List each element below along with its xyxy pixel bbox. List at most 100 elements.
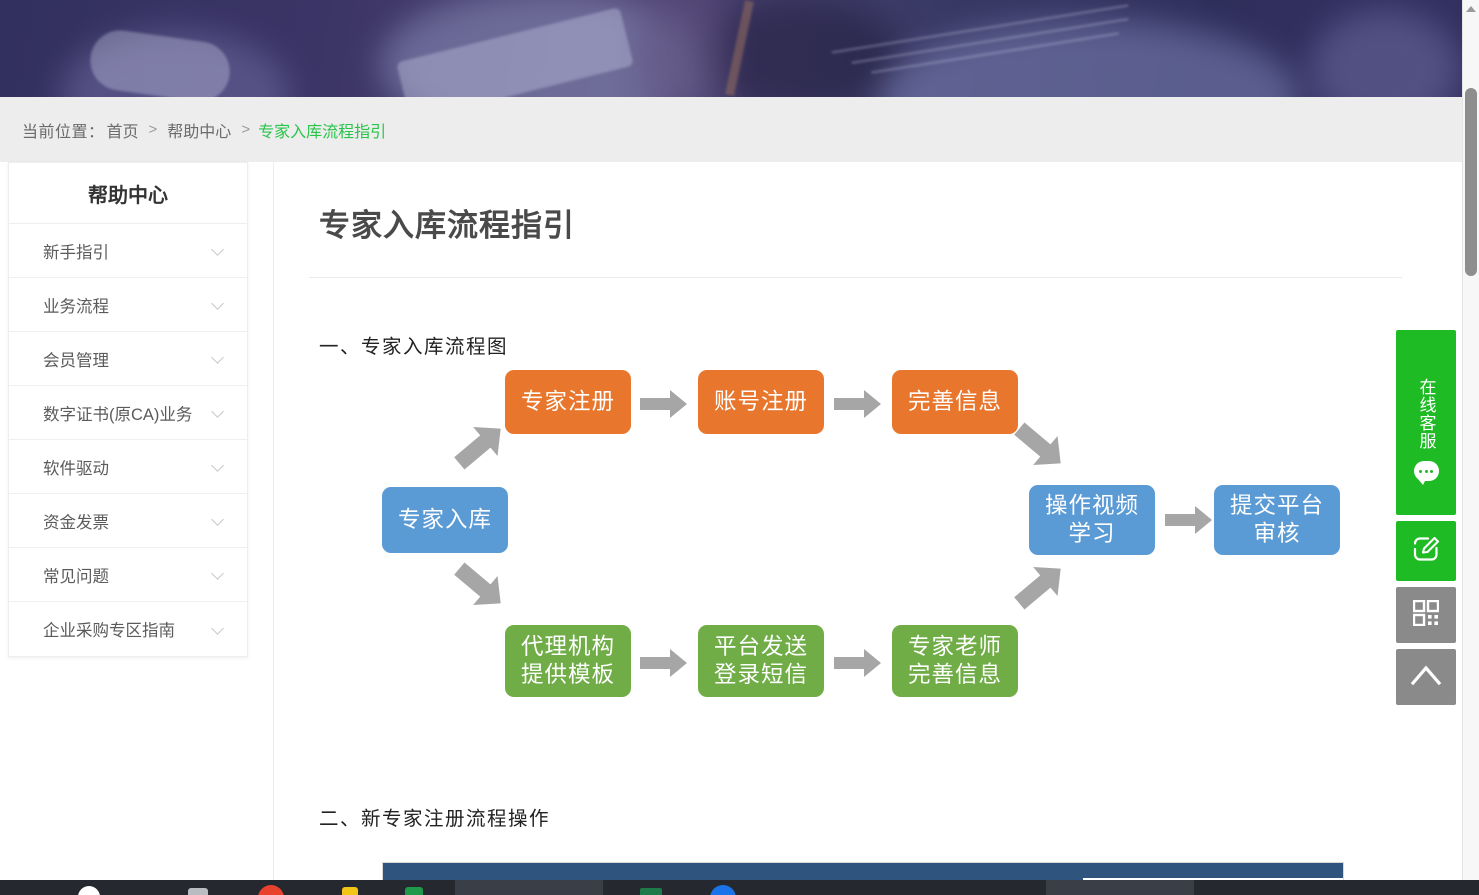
banner-blob	[1310, 10, 1460, 97]
flow-arrow-right	[1165, 505, 1213, 535]
breadcrumb-current-page: 专家入库流程指引	[258, 123, 387, 141]
title-divider	[309, 277, 1402, 278]
flow-node-label: 提交平台	[1229, 493, 1324, 518]
flow-arrow-up-right	[449, 415, 511, 477]
flow-node-expert-entry: 专家入库	[382, 487, 508, 553]
flow-node-agency-template: 代理机构 提供模板	[505, 625, 631, 697]
notes-icon[interactable]	[640, 888, 662, 895]
expert-onboarding-flowchart: 专家入库 专家注册 账号注册 完善信息	[274, 357, 1447, 777]
flow-node-submit-review: 提交平台 审核	[1214, 485, 1340, 555]
flow-node-label: 平台发送	[713, 634, 808, 659]
warning-app-icon[interactable]	[342, 887, 358, 895]
os-taskbar[interactable]	[0, 880, 1479, 895]
sidebar-item-label: 企业采购专区指南	[43, 622, 175, 640]
breadcrumb-help-center-link[interactable]: 帮助中心	[167, 123, 232, 141]
flow-node-label: 完善信息	[907, 662, 1002, 687]
sidebar-item-member-management[interactable]: 会员管理	[9, 332, 247, 386]
flow-arrow-right	[834, 389, 882, 419]
flow-arrow-right	[640, 648, 688, 678]
main-content: 专家入库流程指引 一、专家入库流程图 专家入库 专家注册 账号	[273, 162, 1447, 895]
section-heading-2: 二、新专家注册流程操作	[319, 809, 551, 830]
flow-node-label: 登录短信	[713, 662, 808, 687]
sidebar-item-digital-certificate[interactable]: 数字证书(原CA)业务	[9, 386, 247, 440]
chevron-down-icon	[212, 514, 225, 527]
flow-node-label: 操作视频	[1044, 493, 1139, 518]
flow-node-label: 账号注册	[713, 389, 808, 414]
flow-node-label: 提供模板	[520, 662, 615, 687]
flow-node-label: 专家注册	[520, 389, 615, 414]
flow-node-label: 学习	[1068, 521, 1116, 546]
screenshot-header-bar	[383, 863, 1083, 885]
flow-node-label: 代理机构	[520, 634, 615, 659]
sidebar-item-enterprise-procurement[interactable]: 企业采购专区指南	[9, 602, 247, 656]
chevron-down-icon	[212, 244, 225, 257]
online-customer-service-button[interactable]: 在线客服	[1396, 330, 1456, 515]
page-banner-image	[0, 0, 1462, 97]
flow-node-account-register: 账号注册	[698, 370, 824, 434]
green-app-icon[interactable]	[405, 887, 423, 895]
chevron-down-icon	[212, 623, 225, 636]
breadcrumb-separator: >	[241, 121, 251, 138]
browser-icon[interactable]	[78, 886, 100, 895]
blue-app-icon[interactable]	[710, 885, 736, 895]
sidebar-item-business-process[interactable]: 业务流程	[9, 278, 247, 332]
flow-node-label: 审核	[1253, 521, 1301, 546]
sidebar-item-label: 新手指引	[43, 243, 109, 262]
sidebar-item-label: 数字证书(原CA)业务	[43, 405, 193, 424]
flow-arrow-right	[834, 648, 882, 678]
chevron-down-icon	[212, 352, 225, 365]
chevron-down-icon	[212, 298, 225, 311]
sidebar-item-beginner-guide[interactable]: 新手指引	[9, 224, 247, 278]
flow-arrow-down-right	[449, 555, 511, 617]
flow-node-video-learning: 操作视频 学习	[1029, 485, 1155, 555]
online-service-label: 在线客服	[1416, 378, 1436, 450]
sidebar-title: 帮助中心	[9, 163, 247, 224]
screenshot-header-bar	[1083, 863, 1343, 878]
breadcrumb-home-link[interactable]: 首页	[106, 123, 139, 141]
flow-node-label: 专家老师	[907, 634, 1002, 659]
breadcrumb-label: 当前位置：	[22, 123, 105, 141]
scrollbar-thumb[interactable]	[1465, 88, 1477, 276]
breadcrumb: 当前位置： 首页 > 帮助中心 > 专家入库流程指引	[0, 97, 1462, 162]
breadcrumb-separator: >	[148, 121, 158, 138]
taskbar-segment-light	[455, 880, 603, 895]
sidebar-item-label: 常见问题	[43, 567, 109, 586]
flow-node-platform-sms: 平台发送 登录短信	[698, 625, 824, 697]
flow-node-complete-info-top: 完善信息	[892, 370, 1018, 434]
chrome-icon[interactable]	[258, 885, 284, 895]
flow-node-expert-complete-info: 专家老师 完善信息	[892, 625, 1018, 697]
qr-code-icon	[1412, 599, 1440, 631]
sidebar-item-label: 会员管理	[43, 351, 109, 370]
feedback-button[interactable]	[1396, 521, 1456, 581]
scroll-up-arrow-icon[interactable]	[1463, 0, 1479, 17]
chat-bubble-icon	[1413, 461, 1439, 485]
flow-arrow-up-right	[1009, 555, 1071, 617]
edit-pencil-icon	[1411, 534, 1441, 569]
page-title: 专家入库流程指引	[319, 208, 575, 243]
flow-node-label: 专家入库	[397, 507, 492, 532]
chevron-down-icon	[212, 568, 225, 581]
flow-arrow-down-right	[1009, 415, 1071, 477]
sidebar-item-label: 软件驱动	[43, 459, 109, 478]
banner-blob	[880, 20, 1300, 97]
sidebar-item-faq[interactable]: 常见问题	[9, 548, 247, 602]
floating-side-toolbar: 在线客服	[1396, 330, 1456, 705]
section-heading-1: 一、专家入库流程图	[319, 337, 509, 358]
flow-node-expert-register: 专家注册	[505, 370, 631, 434]
chevron-down-icon	[212, 406, 225, 419]
banner-blob	[640, 0, 730, 97]
help-center-sidebar: 帮助中心 新手指引 业务流程 会员管理 数字证书(原CA)业务 软件驱动 资金发…	[8, 162, 248, 657]
sidebar-item-label: 资金发票	[43, 513, 109, 532]
sidebar-item-funds-invoice[interactable]: 资金发票	[9, 494, 247, 548]
flow-node-label: 完善信息	[907, 389, 1002, 414]
flow-arrow-right	[640, 389, 688, 419]
sidebar-item-label: 业务流程	[43, 297, 109, 316]
sidebar-item-software-driver[interactable]: 软件驱动	[9, 440, 247, 494]
back-to-top-button[interactable]	[1396, 649, 1456, 705]
page-scrollbar[interactable]	[1462, 0, 1479, 880]
qrcode-button[interactable]	[1396, 587, 1456, 643]
chevron-up-icon	[1410, 663, 1442, 692]
taskbar-segment-light	[1046, 880, 1194, 895]
file-explorer-icon[interactable]	[188, 888, 208, 895]
